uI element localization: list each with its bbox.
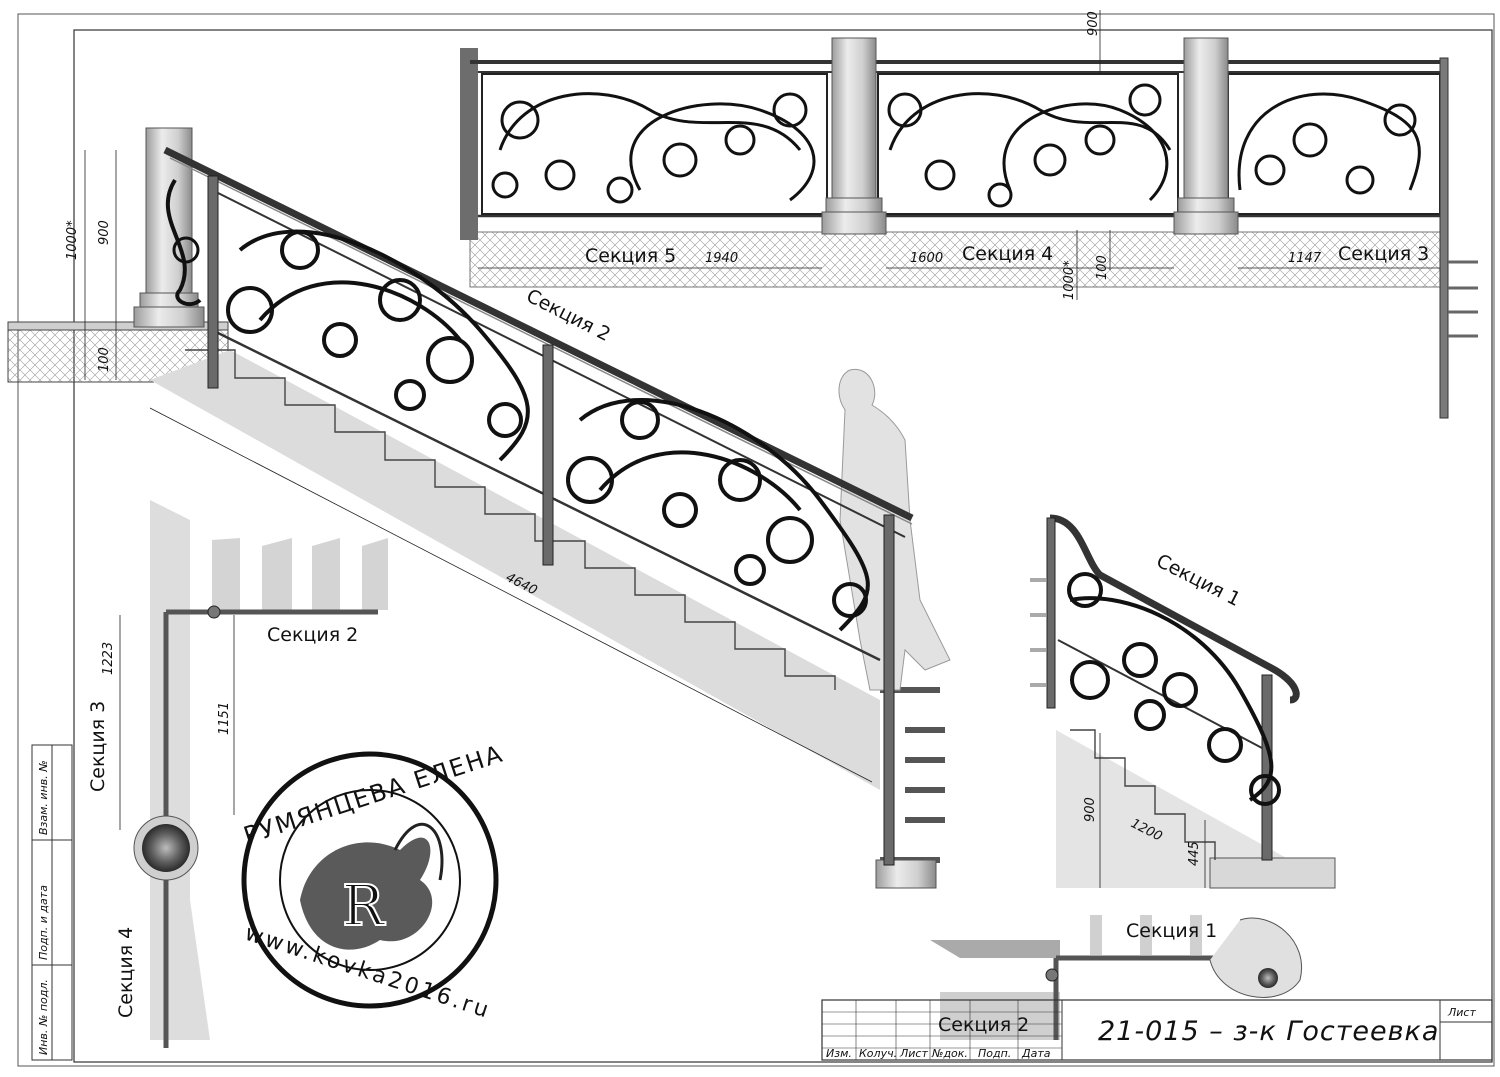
label-section2-plan: Секция 2 xyxy=(267,624,358,646)
sheet-label: Лист xyxy=(1447,1006,1476,1019)
sheet-frame xyxy=(17,13,1495,1067)
lower-steps xyxy=(880,687,945,863)
dim-top-1600: 1600 xyxy=(910,251,943,266)
left-column xyxy=(133,127,205,328)
dim-s1-445: 445 xyxy=(1187,841,1202,866)
tb-list: Лист xyxy=(899,1047,928,1060)
tb-podp: Подп. xyxy=(978,1047,1011,1060)
label-section1-plan: Секция 1 xyxy=(1126,920,1217,942)
title-block xyxy=(821,999,1493,1061)
label-section3-plan: Секция 3 xyxy=(87,701,109,792)
top-panel-section5 xyxy=(481,73,828,215)
dim-top-1940: 1940 xyxy=(705,251,738,266)
tb-kol: Колуч. xyxy=(859,1047,897,1060)
side-vzam: Взам. инв. № xyxy=(37,760,50,835)
dim-left-900: 900 xyxy=(97,220,112,245)
top-panel-section3 xyxy=(1227,73,1441,215)
side-inv-podl: Инв. № подл. xyxy=(37,979,50,1055)
dim-top-100: 100 xyxy=(1095,255,1110,280)
dim-top-1147: 1147 xyxy=(1288,251,1322,266)
label-section4-top: Секция 4 xyxy=(962,243,1053,265)
dim-left-100: 100 xyxy=(97,347,112,372)
label-section5: Секция 5 xyxy=(585,245,676,267)
stamp-letter: R xyxy=(342,874,386,939)
stair-shadow xyxy=(150,350,880,790)
label-section3-top: Секция 3 xyxy=(1338,243,1429,265)
dim-top-1000: 1000* xyxy=(1062,260,1077,300)
dim-s1-900: 900 xyxy=(1083,797,1098,822)
tb-izm: Изм. xyxy=(826,1047,852,1060)
tb-doc: №док. xyxy=(931,1047,968,1060)
top-column-2 xyxy=(1173,37,1239,235)
top-column-1 xyxy=(821,37,887,235)
dim-top-900: 900 xyxy=(1086,11,1101,36)
stair-steps xyxy=(185,349,836,690)
label-section2-bottom: Секция 2 xyxy=(938,1014,1029,1036)
plan-view xyxy=(119,500,388,1048)
person-silhouette xyxy=(838,368,951,691)
top-panel-section4 xyxy=(877,73,1179,215)
author-stamp xyxy=(241,751,499,1009)
label-section1-elev: Секция 1 xyxy=(1153,550,1244,611)
side-podp-date: Подп. и дата xyxy=(37,885,50,960)
dim-plan-1151: 1151 xyxy=(217,702,232,735)
drawing-title: 21-015 – з-к Гостеевка xyxy=(1098,1016,1439,1047)
label-section4-plan: Секция 4 xyxy=(115,927,137,1018)
dim-left-1000: 1000* xyxy=(65,220,80,260)
section1-elevation xyxy=(1030,514,1336,889)
side-stamp-block: Взам. инв. № Подп. и дата Инв. № подл. xyxy=(31,744,73,1061)
tb-date: Дата xyxy=(1021,1047,1051,1060)
sheet-inner-frame xyxy=(73,29,1493,1063)
dim-plan-1223: 1223 xyxy=(101,642,116,675)
top-elevation xyxy=(460,10,1478,419)
main-railing xyxy=(163,146,914,866)
